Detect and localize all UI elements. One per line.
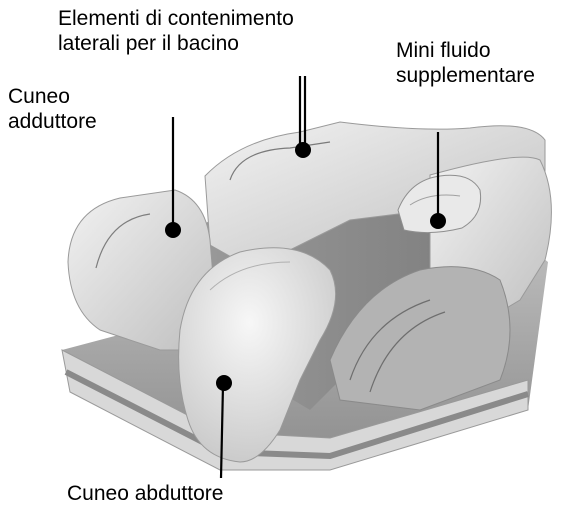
label-lateral-line-1: Elementi di contenimento <box>58 6 294 31</box>
label-adductor-line-1: Cuneo <box>8 84 97 109</box>
label-adductor-line-2: adduttore <box>8 109 97 134</box>
label-adductor-wedge: Cuneo adduttore <box>8 84 97 134</box>
label-lateral-pelvic-elements: Elementi di contenimento laterali per il… <box>58 6 294 56</box>
label-lateral-line-2: laterali per il bacino <box>58 31 294 56</box>
label-abductor-wedge: Cuneo abduttore <box>67 481 223 506</box>
label-mini-fluid: Mini fluido supplementare <box>396 38 535 88</box>
marker-lateral <box>295 142 311 158</box>
marker-mini-fluid <box>430 213 446 229</box>
marker-adductor <box>165 222 181 238</box>
label-abductor-line-1: Cuneo abduttore <box>67 481 223 506</box>
label-mini-fluid-line-1: Mini fluido <box>396 38 535 63</box>
label-mini-fluid-line-2: supplementare <box>396 63 535 88</box>
marker-abductor <box>216 375 232 391</box>
